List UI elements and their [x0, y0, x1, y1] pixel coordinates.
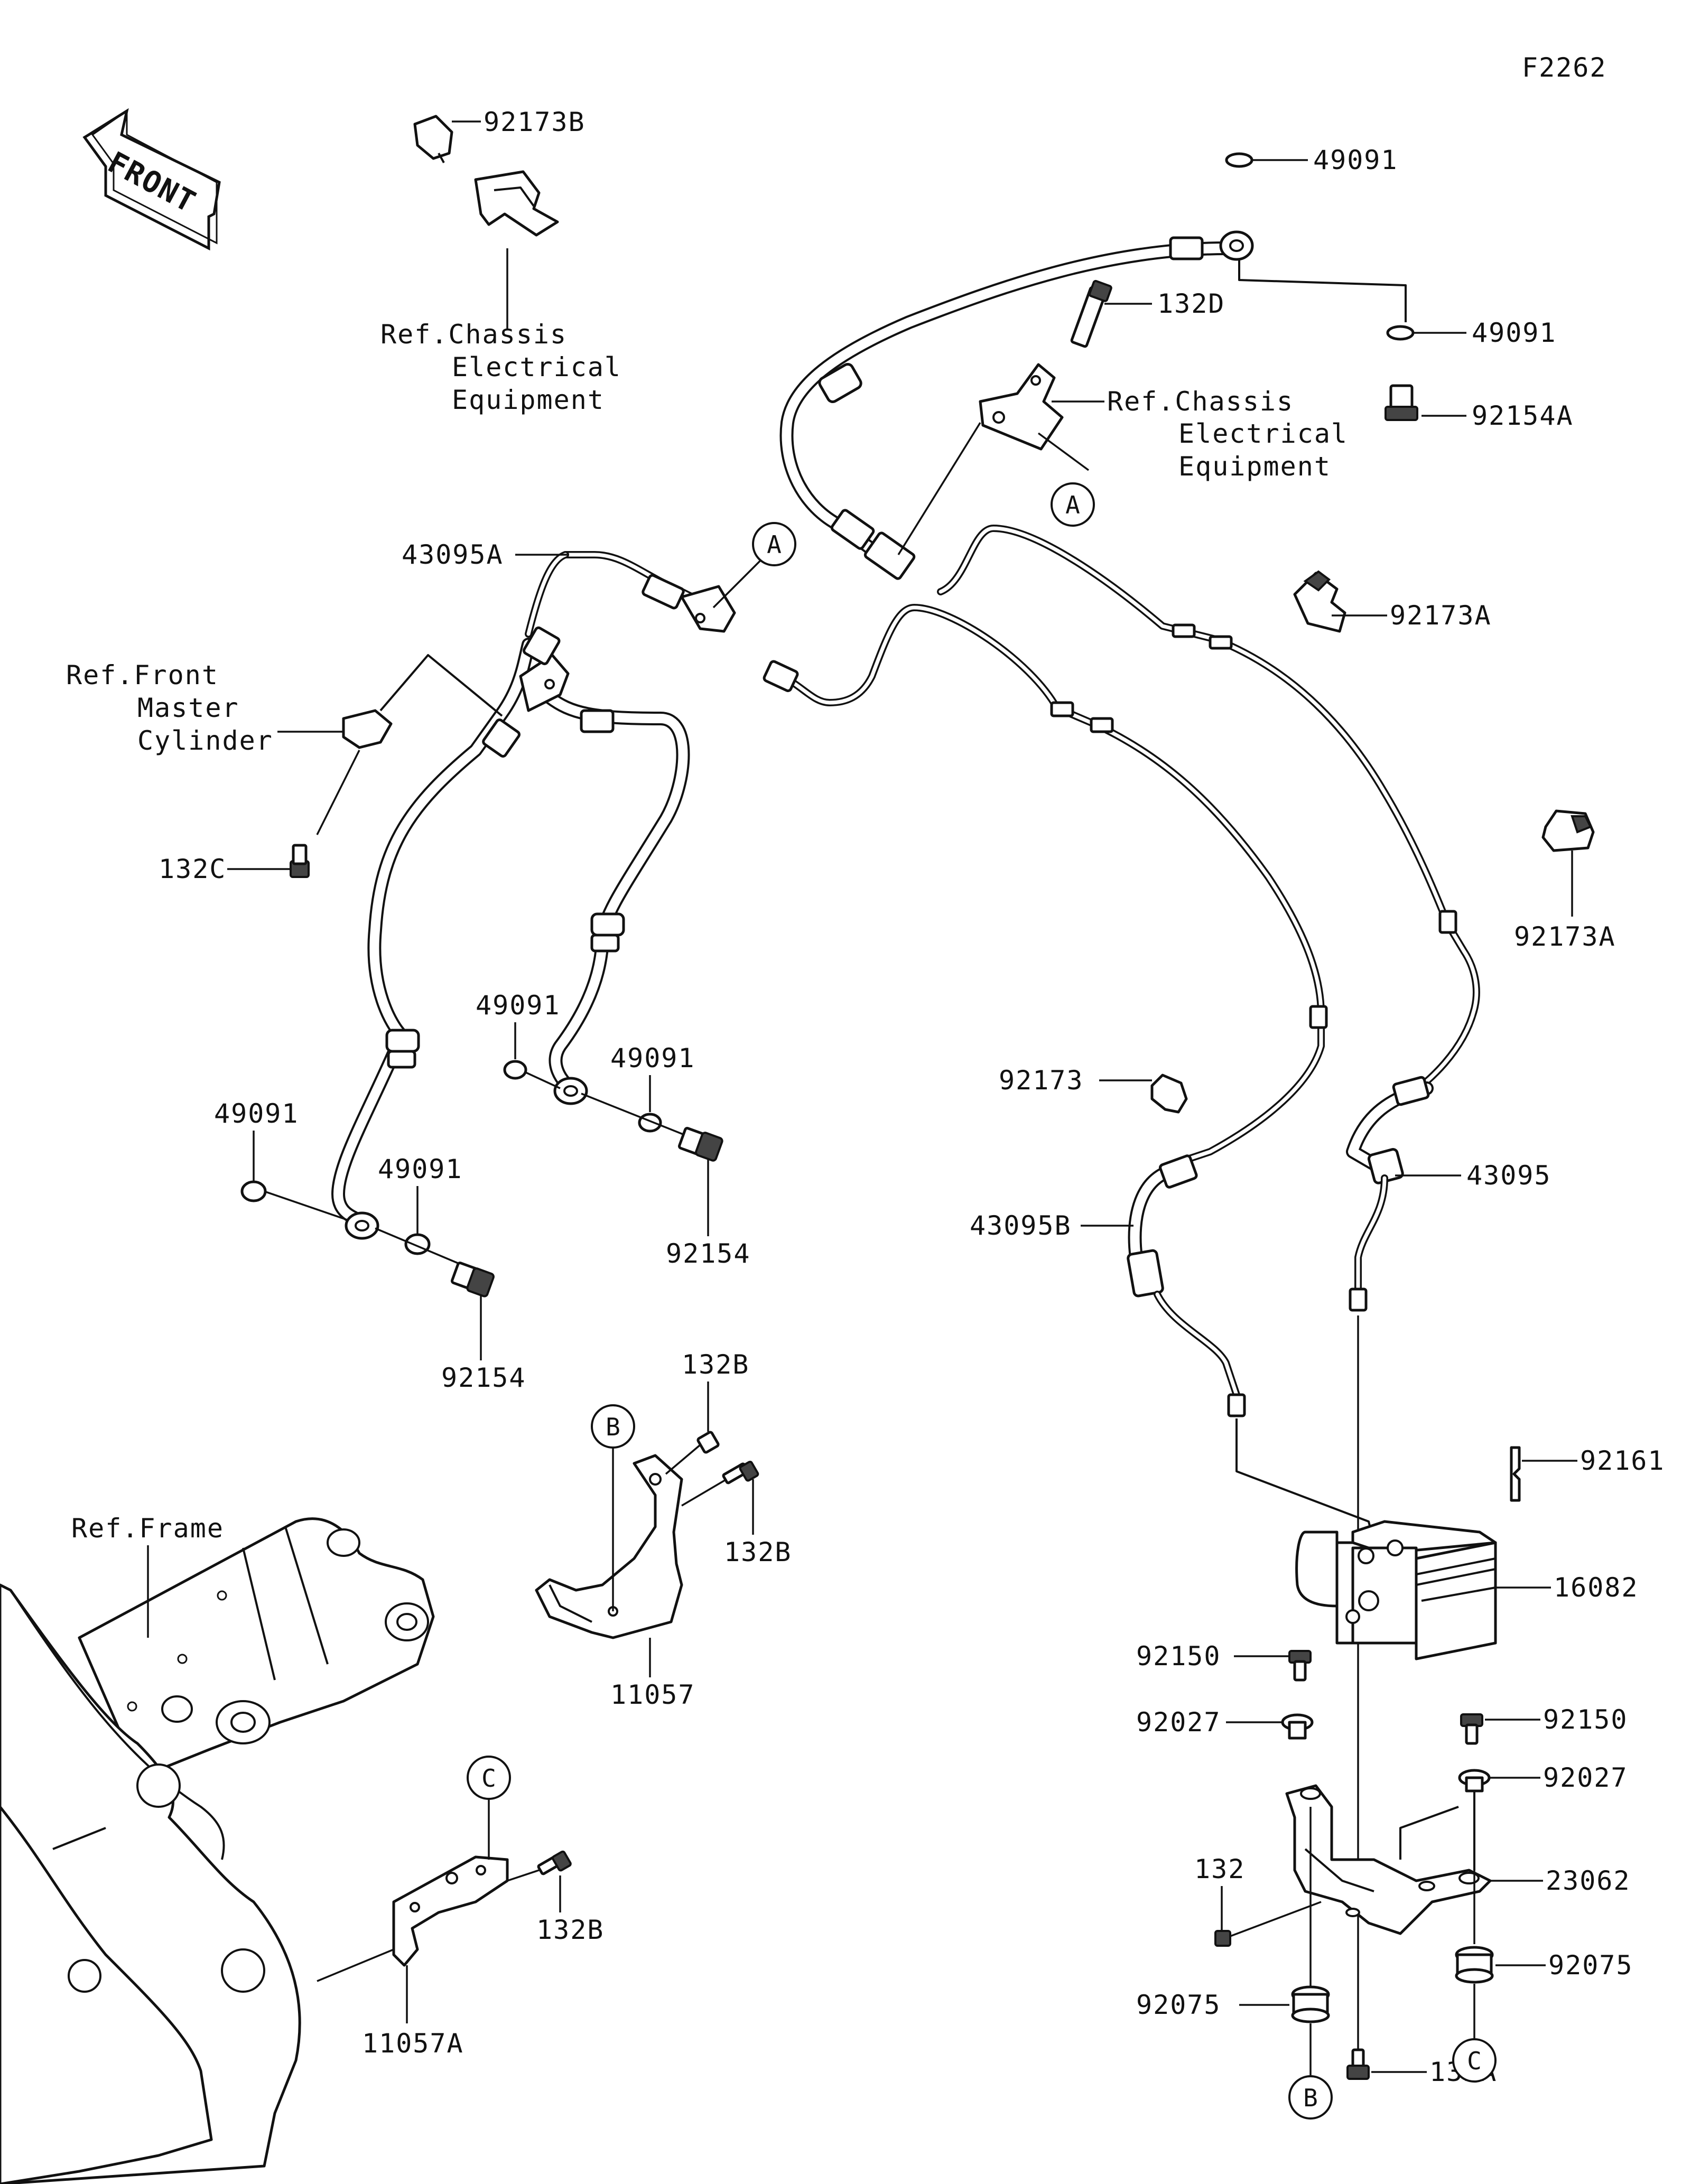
- label-92027-left: 92027: [1136, 1707, 1221, 1738]
- label-49091-left: 49091: [214, 1098, 299, 1129]
- ref-front-line1: Ref.Front: [66, 660, 219, 690]
- brake-pipe-43095-upper: [937, 525, 1480, 1097]
- grommet-92075-right: [1455, 1946, 1494, 1984]
- bracket-11057A: [317, 1855, 509, 1982]
- washer-49091-left2: [404, 1233, 431, 1255]
- label-11057A: 11057A: [362, 2028, 464, 2059]
- label-92075-right: 92075: [1548, 1950, 1633, 1981]
- ref-chassis2-line2: Electrical: [1178, 418, 1348, 449]
- abs-bracket-23062: [1285, 1784, 1492, 1935]
- upper-brake-hose: [779, 230, 1254, 580]
- clamp-92173B-assembly: [413, 115, 559, 330]
- clamp-92173A-upper: [1293, 570, 1346, 633]
- label-43095B: 43095B: [970, 1210, 1072, 1241]
- ref-chassis-line1: Ref.Chassis: [380, 319, 567, 350]
- label-92173: 92173: [999, 1065, 1084, 1096]
- label-92173B: 92173B: [484, 107, 586, 137]
- label-92173A-right: 92173A: [1514, 921, 1616, 952]
- label-92154-left: 92154: [441, 1362, 526, 1393]
- ref-chassis-line2: Electrical: [452, 352, 621, 382]
- label-49091-mid2: 49091: [610, 1043, 695, 1074]
- label-132B-lower: 132B: [536, 1915, 604, 1945]
- label-132: 132: [1194, 1854, 1245, 1884]
- ref-chassis2-line1: Ref.Chassis: [1107, 386, 1294, 417]
- ref-front-line3: Cylinder: [137, 725, 273, 756]
- callout-C-grommet: C: [1452, 1984, 1497, 2083]
- bolt-132: [1214, 1901, 1322, 1947]
- label-92150-left: 92150: [1136, 1641, 1221, 1672]
- label-49091-second: 49091: [1472, 318, 1557, 348]
- label-132B-right: 132B: [724, 1537, 792, 1567]
- washer-49091-top: [1225, 152, 1253, 168]
- label-49091-mid: 49091: [476, 990, 561, 1021]
- label-92161: 92161: [1580, 1445, 1665, 1476]
- brake-pipe-43095B: [1127, 1154, 1246, 1417]
- label-92173A-upper: 92173A: [1390, 600, 1492, 631]
- bolt-92150-left: [1288, 1650, 1312, 1682]
- bolt-92154-mid: [677, 1126, 723, 1162]
- front-brake-hoses: [331, 626, 690, 1240]
- bolt-132B-right: [681, 1460, 759, 1507]
- label-92075-left: 92075: [1136, 1990, 1221, 2020]
- master-cylinder-clamp: [277, 654, 503, 835]
- bolt-92154-left: [450, 1261, 495, 1298]
- collar-92027-right: [1458, 1769, 1491, 1793]
- label-16082: 16082: [1554, 1572, 1639, 1603]
- callout-B-bracket: B: [591, 1404, 635, 1449]
- callout-B-grommet: B: [1288, 2023, 1333, 2120]
- bolt-132B-upper: [665, 1431, 720, 1475]
- clamp-92173: [1150, 1074, 1188, 1114]
- brake-pipe-43095-lower: [1346, 1076, 1434, 1312]
- label-23062: 23062: [1546, 1865, 1631, 1896]
- bracket-92161: [1510, 1446, 1521, 1502]
- bolt-132C: [290, 844, 310, 878]
- label-49091-left2: 49091: [378, 1154, 463, 1184]
- callout-A-left-letter: A: [767, 530, 782, 559]
- label-ref-frame: Ref.Frame: [71, 1513, 224, 1544]
- label-132B-upper: 132B: [682, 1349, 749, 1380]
- label-92150-right: 92150: [1543, 1704, 1628, 1735]
- ref-frame-drawing: [0, 1517, 435, 2184]
- hose-bracket-upper: [979, 363, 1064, 451]
- washer-49091-second: [1386, 325, 1415, 341]
- label-92154A: 92154A: [1472, 400, 1574, 431]
- bolt-92154A: [1385, 384, 1418, 421]
- abs-hydraulic-unit-16082: [1295, 1520, 1497, 1660]
- bolt-132A: [1346, 2048, 1370, 2080]
- ref-front-line2: Master: [137, 693, 239, 723]
- callout-A-left: A: [712, 522, 796, 609]
- ref-chassis-line3: Equipment: [452, 385, 605, 415]
- callout-C-bracket-letter: C: [481, 1764, 496, 1793]
- callout-A-right: A: [1051, 482, 1095, 527]
- label-132D: 132D: [1157, 288, 1225, 319]
- frame-bracket-11057: [535, 1454, 683, 1639]
- label-43095A: 43095A: [402, 539, 504, 570]
- label-92027-right: 92027: [1543, 1762, 1628, 1793]
- grommet-92075-left: [1291, 1985, 1330, 2023]
- bolt-92150-right: [1460, 1713, 1483, 1745]
- label-43095: 43095: [1466, 1160, 1551, 1191]
- bolt-132B-lower: [507, 1850, 572, 1882]
- callout-B-grommet-letter: B: [1303, 2084, 1318, 2112]
- clamp-92173A-right: [1541, 809, 1595, 852]
- callout-C-bracket: C: [467, 1756, 511, 1860]
- washer-49091-left: [240, 1180, 267, 1202]
- bolt-132D: [1070, 279, 1112, 348]
- washer-49091-mid2: [638, 1113, 662, 1133]
- label-11057: 11057: [610, 1679, 695, 1710]
- front-direction-arrow: FRONT: [82, 108, 221, 251]
- brake-pipe-43095A: [525, 551, 1328, 1171]
- label-49091-top: 49091: [1313, 145, 1398, 175]
- callout-B-bracket-letter: B: [606, 1413, 620, 1441]
- callout-A-right-letter: A: [1065, 491, 1080, 519]
- label-92154-mid: 92154: [666, 1238, 751, 1269]
- label-132C: 132C: [159, 854, 226, 884]
- diagram-code: F2262: [1522, 52, 1607, 83]
- callout-C-grommet-letter: C: [1467, 2047, 1482, 2075]
- collar-92027-left: [1281, 1713, 1314, 1740]
- ref-chassis2-line3: Equipment: [1178, 451, 1331, 482]
- washer-49091-mid: [503, 1060, 527, 1080]
